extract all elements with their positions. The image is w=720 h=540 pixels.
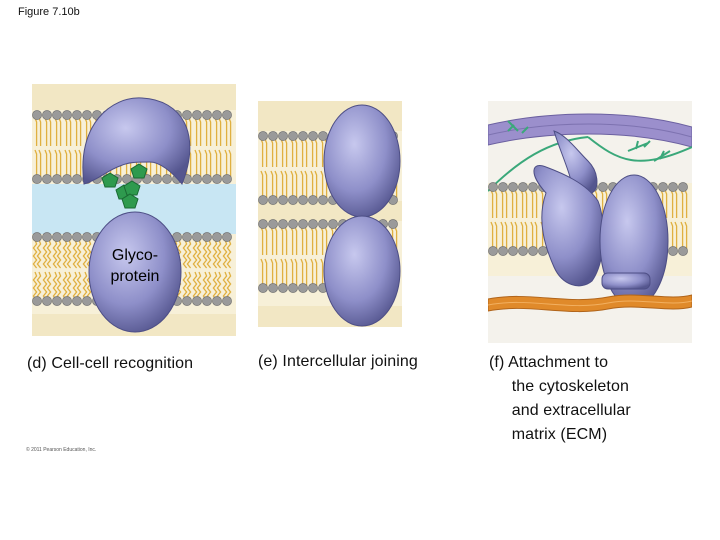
glycoprotein-label-line-1: Glyco- [111, 247, 159, 264]
ecm-fiber [488, 294, 692, 313]
junction-protein-lower [323, 215, 401, 327]
glycoprotein-label: Glyco- protein [97, 245, 173, 287]
panel-intercellular-joining [258, 101, 402, 327]
cytoskeleton-filament [488, 113, 692, 148]
panel-attachment-cytoskeleton-ecm [488, 101, 692, 343]
figure-label: Figure 7.10b [18, 6, 80, 18]
glycoprotein [88, 211, 182, 333]
junction-protein-upper [323, 104, 401, 218]
glycoprotein-label-line-2: protein [110, 268, 160, 285]
caption-attachment-cytoskeleton-ecm: (f) Attachment to the cytoskeleton and e… [489, 354, 631, 443]
attachment-illustration [488, 101, 692, 343]
ecm-threads [488, 120, 692, 192]
caption-intercellular-joining: (e) Intercellular joining [258, 353, 418, 370]
intercellular-joining-illustration [258, 101, 402, 327]
carbohydrate-chain [101, 163, 148, 209]
integrin-foot [601, 272, 651, 290]
panel-cell-cell-recognition [32, 84, 236, 336]
receptor-protein [82, 97, 191, 185]
copyright-notice: © 2011 Pearson Education, Inc. [26, 447, 97, 453]
cell-cell-recognition-illustration [32, 84, 236, 336]
caption-cell-cell-recognition: (d) Cell-cell recognition [27, 355, 194, 372]
